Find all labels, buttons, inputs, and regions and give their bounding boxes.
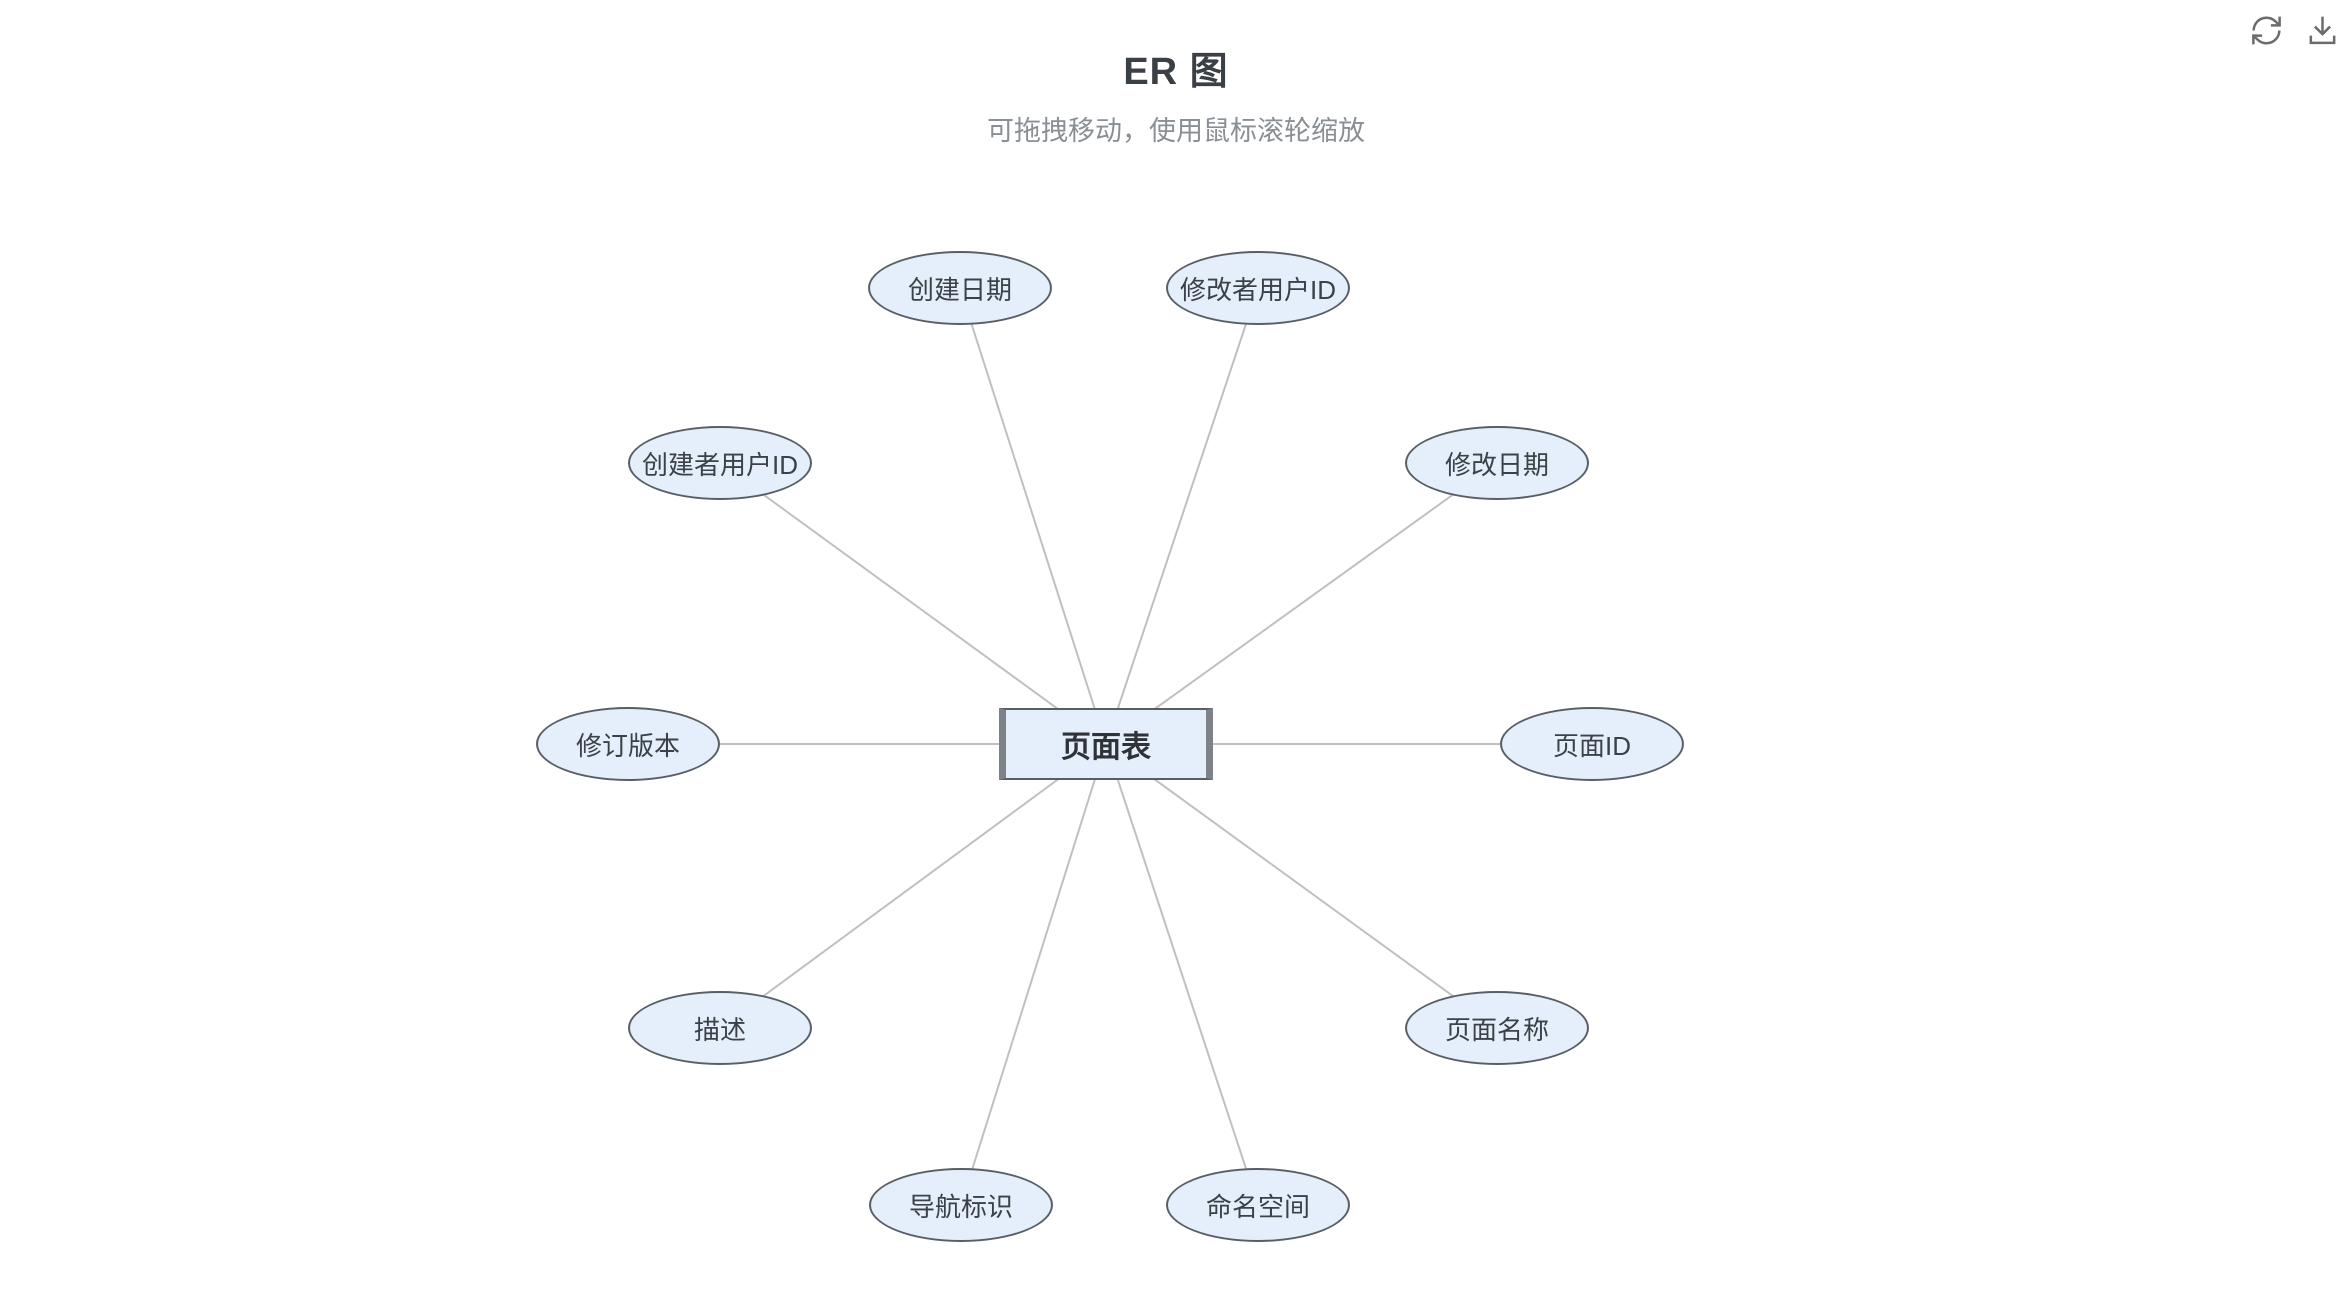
attribute-node-0[interactable]: 创建日期 <box>868 251 1052 325</box>
entity-node[interactable]: 页面表 <box>999 708 1213 780</box>
er-edge-8 <box>960 743 1107 1206</box>
attribute-node-7[interactable]: 页面名称 <box>1405 991 1589 1065</box>
attribute-node-3[interactable]: 修改日期 <box>1405 426 1589 500</box>
attribute-node-6[interactable]: 描述 <box>628 991 812 1065</box>
download-icon <box>2305 13 2340 48</box>
er-edge-0 <box>959 287 1107 745</box>
attribute-label-4: 修订版本 <box>575 730 680 761</box>
toolbar <box>2248 12 2340 48</box>
attribute-node-2[interactable]: 创建者用户ID <box>628 426 812 500</box>
attribute-label-3: 修改日期 <box>1444 449 1549 480</box>
er-edge-7 <box>1105 743 1498 1029</box>
attribute-label-9: 命名空间 <box>1205 1191 1310 1222</box>
attribute-label-7: 页面名称 <box>1444 1014 1549 1045</box>
er-edge-9 <box>1105 743 1259 1206</box>
attribute-node-5[interactable]: 页面ID <box>1500 707 1684 781</box>
attribute-node-9[interactable]: 命名空间 <box>1166 1168 1350 1242</box>
attribute-node-1[interactable]: 修改者用户ID <box>1166 251 1350 325</box>
er-edge-2 <box>719 462 1107 745</box>
attribute-label-0: 创建日期 <box>907 274 1012 305</box>
download-button[interactable] <box>2304 12 2340 48</box>
attribute-label-2: 创建者用户ID <box>641 449 798 480</box>
er-edge-6 <box>719 743 1107 1029</box>
attribute-label-1: 修改者用户ID <box>1179 274 1336 305</box>
attribute-node-4[interactable]: 修订版本 <box>536 707 720 781</box>
attribute-label-8: 导航标识 <box>908 1191 1013 1222</box>
er-edge-3 <box>1105 462 1498 745</box>
refresh-icon <box>2249 13 2284 48</box>
attribute-node-8[interactable]: 导航标识 <box>869 1168 1053 1242</box>
entity-label: 页面表 <box>1061 731 1151 764</box>
attribute-label-6: 描述 <box>693 1014 746 1045</box>
er-edge-1 <box>1105 287 1259 745</box>
refresh-button[interactable] <box>2248 12 2284 48</box>
attribute-label-5: 页面ID <box>1552 730 1631 761</box>
